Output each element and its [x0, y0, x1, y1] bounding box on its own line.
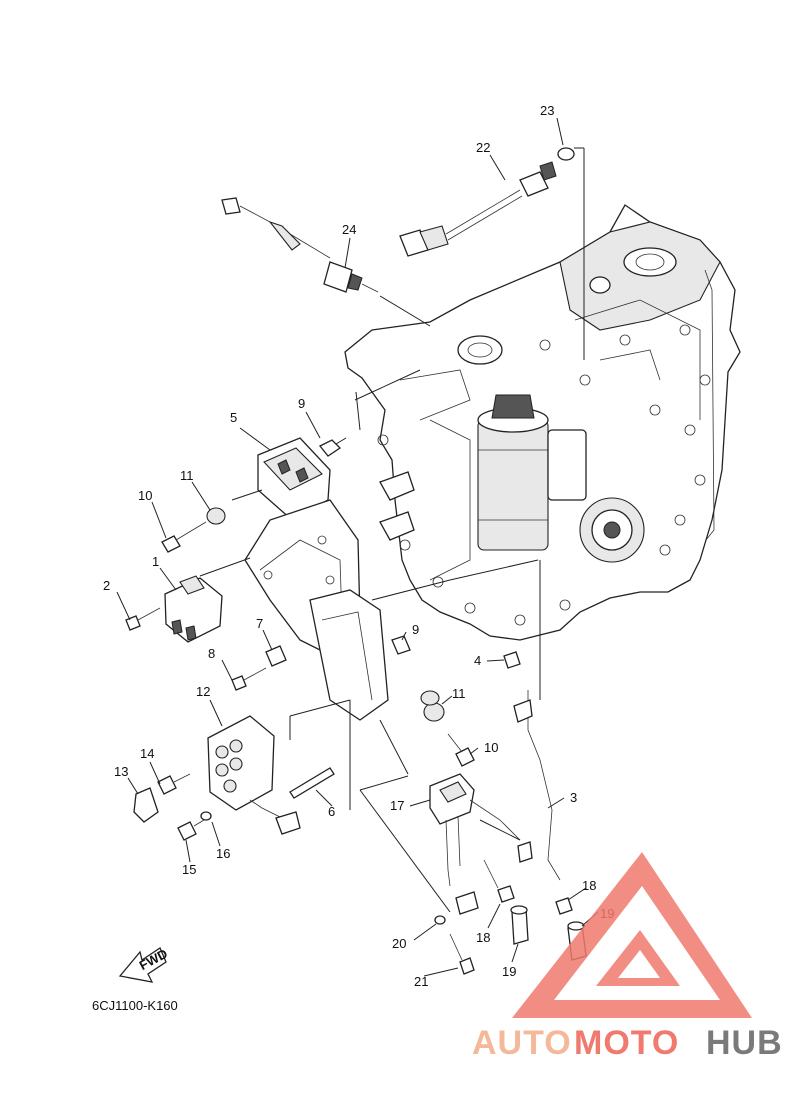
callout-9: 9 [298, 396, 305, 411]
callout-22: 22 [476, 140, 490, 155]
ignition-coil-17 [429, 773, 521, 915]
cdi-unit-5 [257, 437, 331, 521]
callout-11-lower: 11 [452, 686, 466, 701]
callout-8: 8 [208, 646, 215, 661]
callout-2: 2 [103, 578, 110, 593]
callout-24: 24 [342, 222, 356, 237]
engine-block [344, 204, 741, 641]
callout-15: 15 [182, 862, 196, 877]
relay-1 [164, 575, 223, 643]
forward-arrow-icon: FWD [118, 946, 170, 983]
callout-20: 20 [392, 936, 406, 951]
leader-lines [116, 117, 599, 977]
callout-18-lower: 18 [476, 930, 490, 945]
callout-10: 10 [138, 488, 152, 503]
callout-18: 18 [582, 878, 596, 893]
callout-4: 4 [474, 653, 481, 668]
callout-9-lower: 9 [412, 622, 419, 637]
callout-1: 1 [152, 554, 159, 569]
lead-wire-3 [513, 690, 561, 881]
callout-5: 5 [230, 410, 237, 425]
rectifier-12 [207, 715, 301, 835]
callout-6: 6 [328, 804, 335, 819]
callout-12: 12 [196, 684, 210, 699]
callout-23: 23 [540, 103, 554, 118]
callout-16: 16 [216, 846, 230, 861]
watermark-text: AUTO MOTO HUB [472, 1024, 783, 1062]
callout-7: 7 [256, 616, 263, 631]
fasteners [125, 437, 587, 975]
callout-14: 14 [140, 746, 154, 761]
watermark-text-hub: HUB [706, 1024, 783, 1062]
bracket-long [309, 589, 389, 721]
sensor-24 [221, 197, 431, 327]
callout-19-lower: 19 [502, 964, 516, 979]
watermark-logo [512, 852, 752, 1018]
callout-11: 11 [180, 468, 194, 483]
callout-3: 3 [570, 790, 577, 805]
watermark-text-moto: MOTO [574, 1024, 679, 1062]
sensor-22 [399, 147, 585, 360]
callout-21: 21 [414, 974, 428, 989]
watermark-text-auto: AUTO [472, 1024, 572, 1062]
callout-13: 13 [114, 764, 128, 779]
callout-10-lower: 10 [484, 740, 498, 755]
diagram-code: 6CJ1100-K160 [92, 998, 178, 1013]
callout-17: 17 [390, 798, 404, 813]
